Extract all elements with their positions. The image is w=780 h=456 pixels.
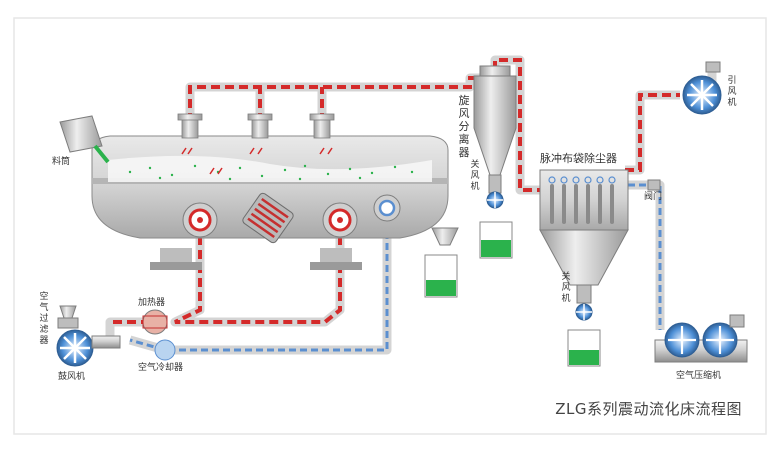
label-valve-cyclone: 关风机 [470,160,480,192]
diagram-title: ZLG系列震动流化床流程图 [555,400,742,418]
air-inlet-ports [182,194,401,238]
label-cooler: 空气冷却器 [138,363,184,373]
product-outlet [424,227,459,298]
compressor-line [628,180,665,330]
label-air-filter: 空气过滤器 [39,292,49,346]
air-cooler [154,339,176,361]
induced-fan [682,61,722,115]
bag-filter [539,169,661,367]
label-compressor: 空气压缩机 [676,371,722,381]
heater-inlet [105,317,150,338]
heater [142,309,168,335]
feed-hopper [59,115,110,164]
hot-air-arrows [181,147,333,175]
label-valve-filter: 关风机 [561,272,571,304]
cyclone-separator [473,65,517,259]
label-heater: 加热器 [138,298,166,308]
fluid-bed-dryer [91,113,449,270]
frame-border [13,17,767,435]
label-feed: 料筒 [52,157,71,167]
blower-group [56,305,121,367]
label-blower: 鼓风机 [58,372,86,382]
filter-to-fan-duct [625,90,680,175]
label-induced-fan: 引风机 [727,76,737,108]
label-cyclone: 旋风分离器 [458,94,470,159]
label-bag-filter: 脉冲布袋除尘器 [540,152,617,165]
air-compressor [654,314,748,363]
vibration-motor [242,192,294,244]
label-gate-valve: 阀门 [644,192,663,202]
